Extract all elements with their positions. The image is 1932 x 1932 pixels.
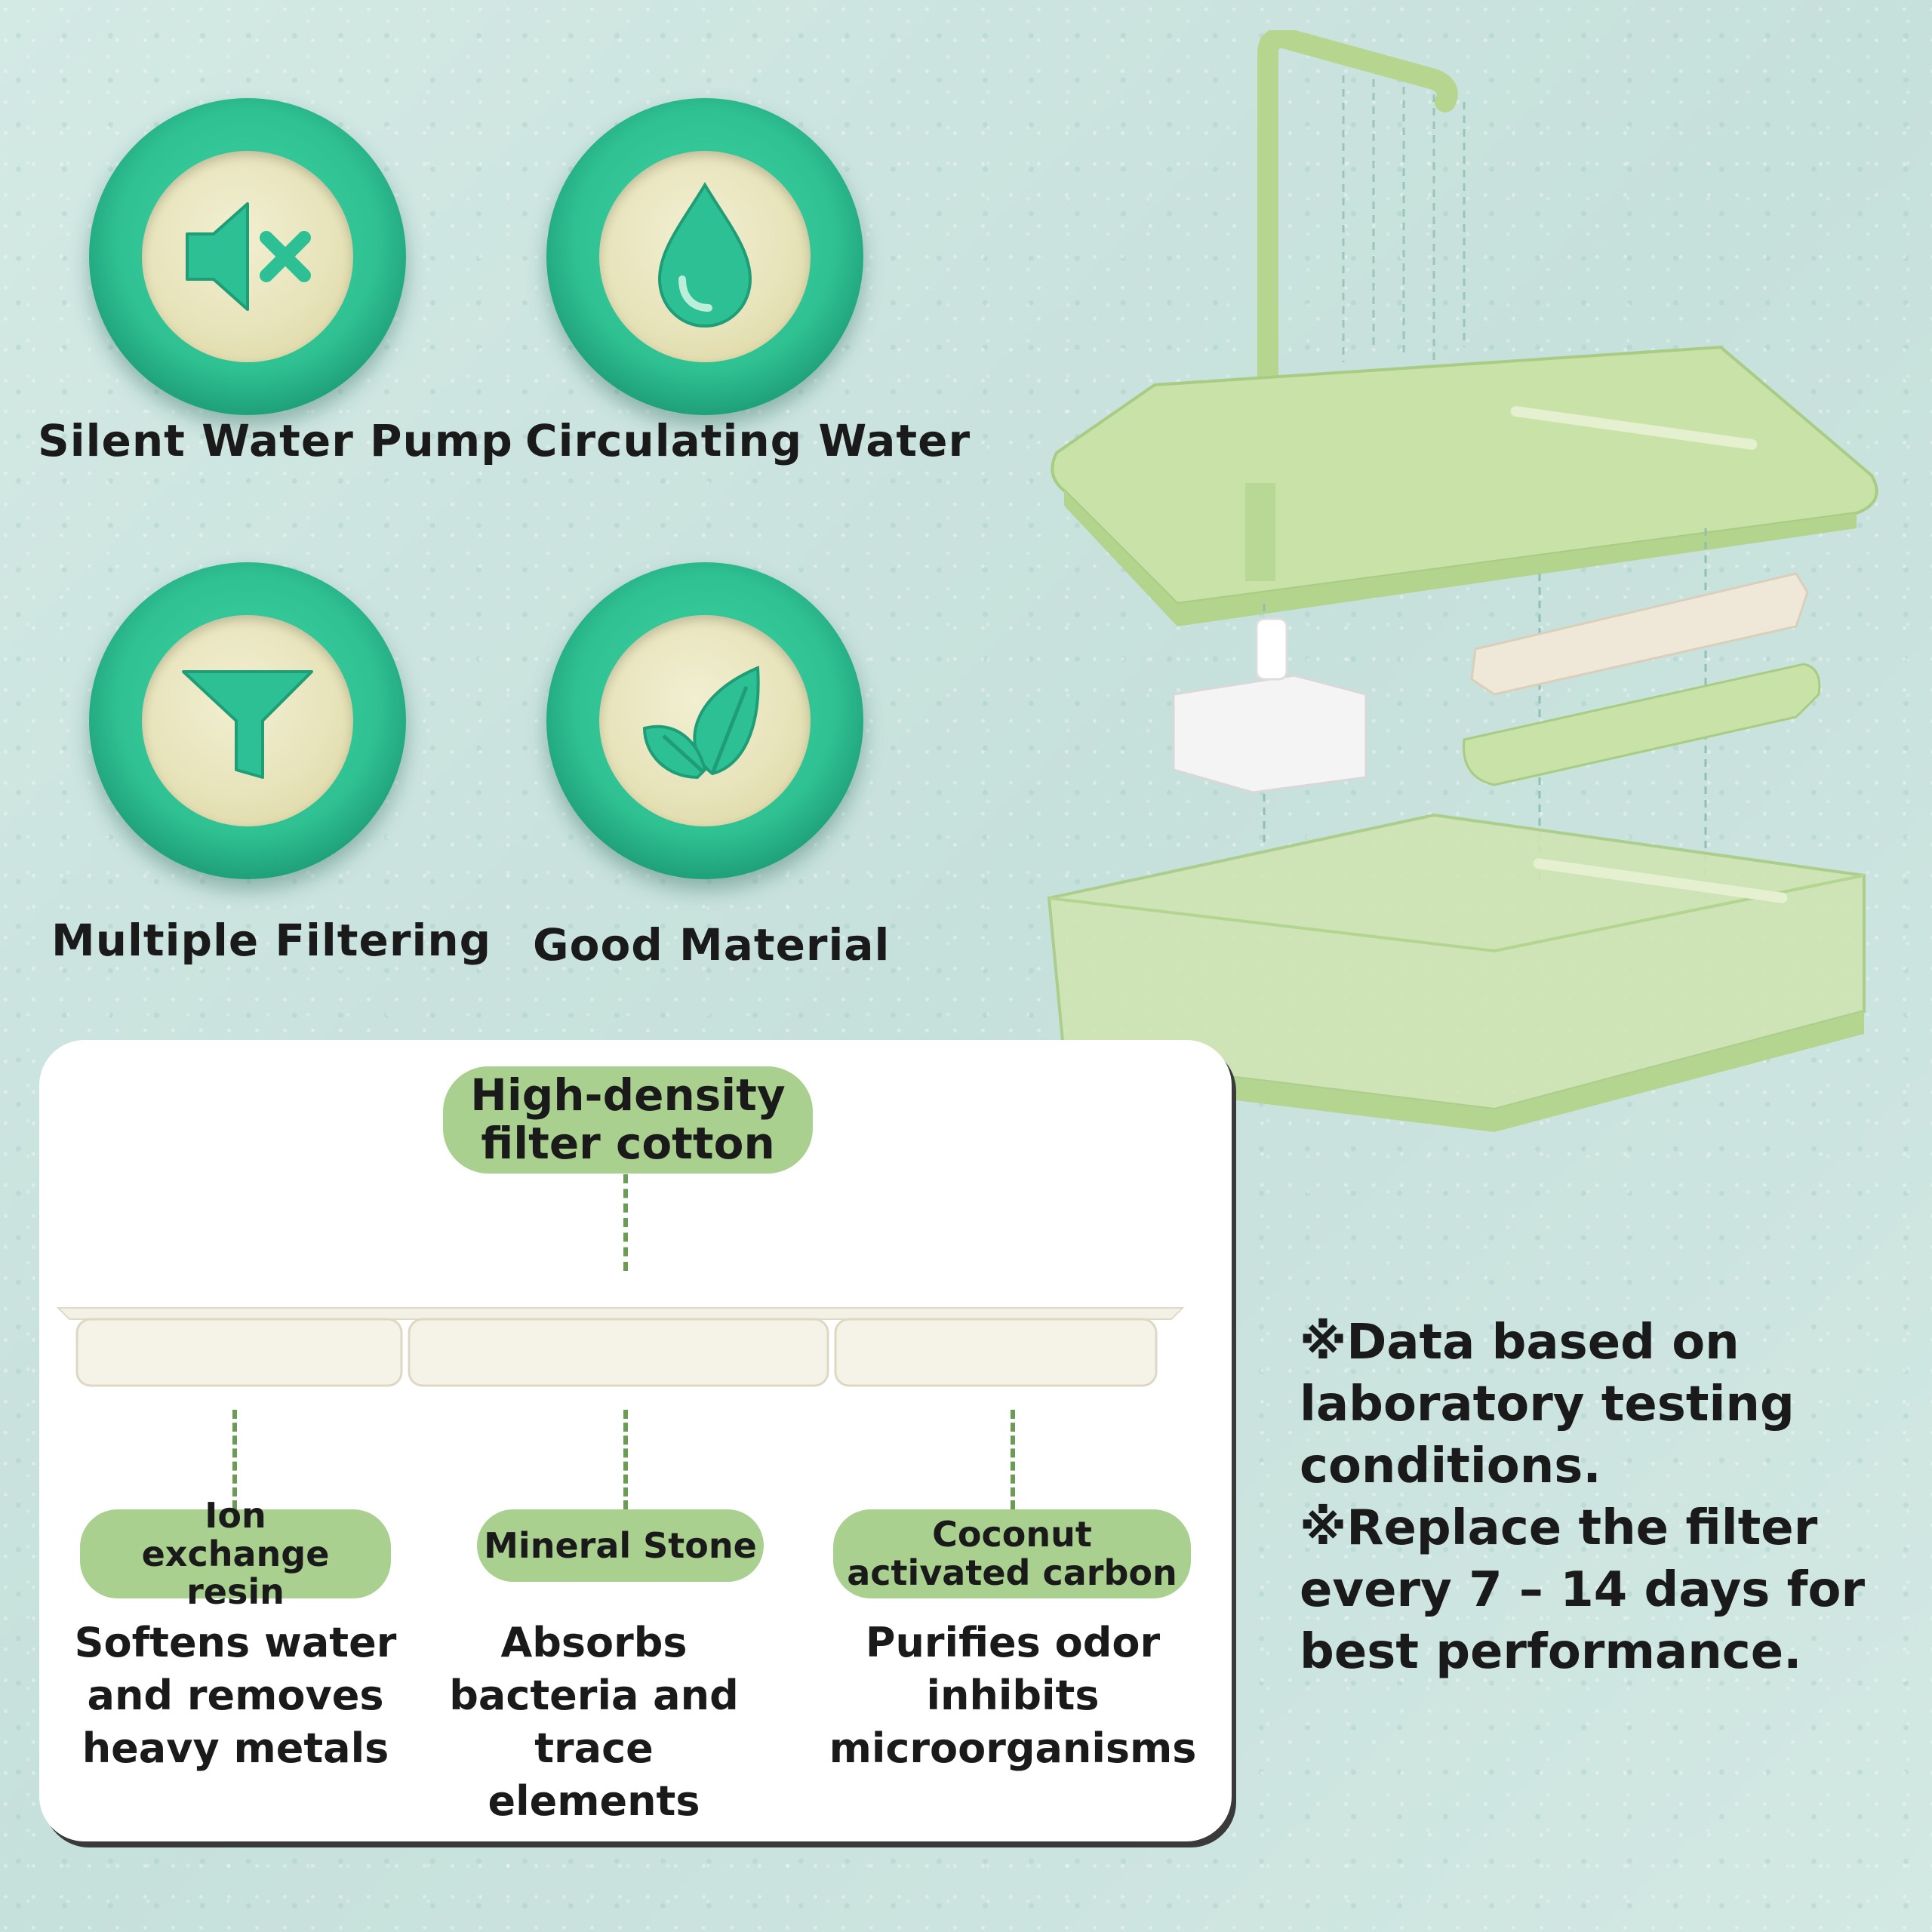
feature-label: Silent Water Pump [38,415,513,466]
funnel-icon [182,670,313,779]
filter-layers-panel: High-density filter cotton Ion exchange … [39,1040,1232,1841]
connector-line [232,1410,237,1509]
feature-label: Multiple Filtering [51,915,492,966]
note-line: every 7 – 14 days for [1300,1562,1866,1618]
filter-cartridge [56,1307,1185,1387]
product-exploded-view [1047,30,1878,1132]
mineral-stone-label: Mineral Stone [477,1509,764,1582]
badge-ring [89,562,406,879]
fountain-base-tank [1047,813,1866,1132]
note-line: conditions. [1300,1438,1601,1494]
badge-ring [546,562,863,879]
filter-holder-part [1463,663,1821,786]
connector-line [623,1410,628,1509]
connector-line [623,1174,628,1271]
disclaimer-notes: ※Data based on laboratory testing condit… [1300,1312,1918,1683]
fountain-lid [1051,345,1878,626]
note-line: ※Replace the filter [1300,1500,1818,1556]
leaf-icon [642,666,760,780]
connector-line [1011,1410,1015,1509]
note-line: best performance. [1300,1624,1802,1680]
feature-label: Circulating Water [525,415,971,466]
fountain-spout [1257,30,1458,539]
mineral-stone-description: Absorbs bacteria and trace elements [449,1619,739,1825]
note-line: laboratory testing [1300,1377,1795,1432]
badge-ring [89,98,406,415]
speaker-mute-icon [186,202,311,311]
badge-ring [546,98,863,415]
coconut-carbon-label: Coconut activated carbon [833,1509,1191,1598]
ion-exchange-description: Softens water and removes heavy metals [74,1619,397,1772]
feature-label: Good Material [533,919,891,971]
note-line: ※Data based on [1300,1315,1740,1371]
filter-tray-part [1470,572,1809,696]
water-drop-icon [657,182,752,328]
ion-exchange-label: Ion exchange resin [80,1497,391,1611]
coconut-carbon-description: Purifies odor inhibits microorganisms [829,1619,1197,1772]
water-pump-part [1172,617,1367,794]
high-density-cotton-label: High-density filter cotton [443,1066,813,1174]
